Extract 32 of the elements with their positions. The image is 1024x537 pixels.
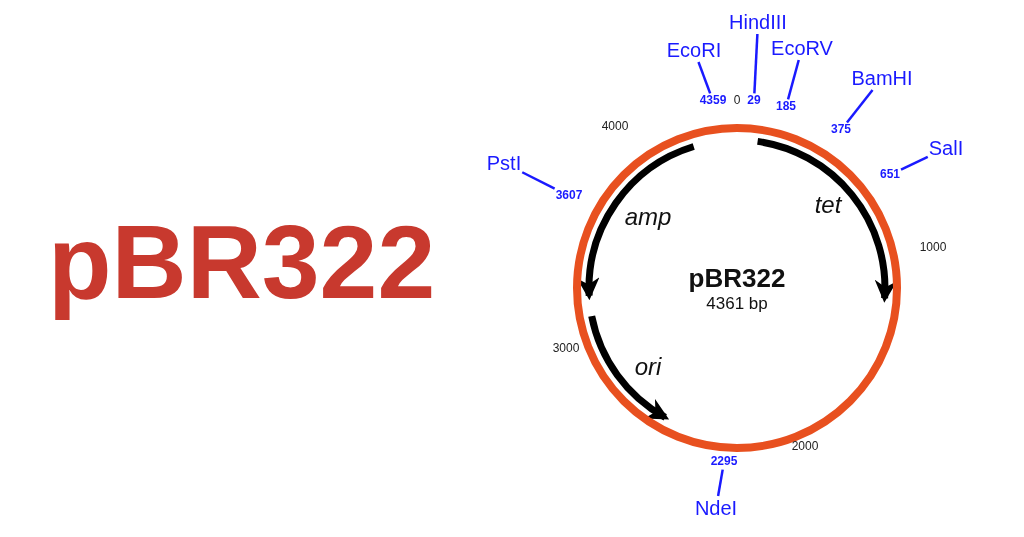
position-number: 185: [776, 100, 796, 114]
leader-line: [846, 89, 874, 124]
plasmid-title: pBR322: [48, 205, 436, 320]
plasmid-name: pBR322: [688, 263, 786, 293]
enzyme-label: EcoRI: [666, 39, 722, 61]
leader-line: [521, 171, 556, 190]
enzyme-label: NdeI: [694, 497, 738, 519]
plasmid-size: 4361 bp: [706, 294, 768, 314]
tick-label: 2000: [791, 440, 819, 454]
enzyme-label: BamHI: [851, 67, 913, 89]
tick-label: 0: [733, 94, 741, 108]
leader-line: [753, 33, 759, 94]
leader-line: [900, 155, 929, 171]
tick-label: 1000: [919, 241, 947, 255]
tick-label: 4000: [601, 120, 629, 134]
gene-label: ori: [634, 353, 662, 381]
tick-label: 3000: [552, 342, 580, 356]
position-number: 3607: [555, 189, 583, 203]
position-number: 4359: [699, 94, 727, 108]
position-number: 375: [831, 123, 851, 137]
enzyme-label: SalI: [928, 137, 964, 159]
position-number: 29: [747, 94, 761, 108]
enzyme-label: EcoRV: [771, 37, 833, 59]
enzyme-label: PstI: [486, 152, 522, 174]
leader-line: [786, 59, 800, 100]
gene-label: tet: [814, 191, 842, 219]
leader-line: [697, 61, 712, 94]
leader-line: [716, 469, 724, 497]
gene-label: amp: [624, 203, 672, 231]
enzyme-label: HindIII: [729, 11, 787, 33]
position-number: 2295: [710, 455, 738, 469]
position-number: 651: [880, 168, 900, 182]
